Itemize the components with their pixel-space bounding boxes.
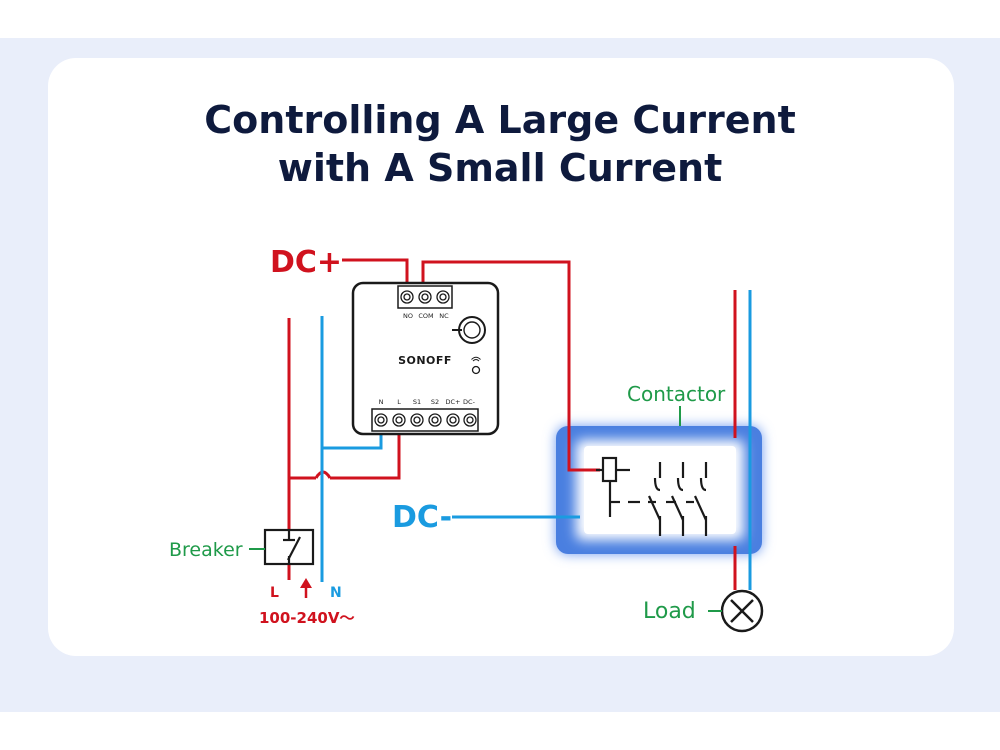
contactor-label: Contactor: [627, 382, 726, 406]
brand-logo: SONOFF: [398, 354, 452, 367]
dc-minus-label: DC-: [392, 500, 452, 535]
terminal-label-s1: S1: [413, 398, 421, 406]
terminal-label-dc-minus: DC-: [463, 398, 476, 406]
coil-icon: [596, 456, 630, 517]
title-line-1: Controlling A Large Current: [204, 98, 796, 142]
sonoff-device: NO COM NC SONOFF N L S1 S2 DC+ DC-: [351, 281, 500, 436]
live-wire: [287, 290, 737, 590]
terminal-label-n: N: [379, 398, 384, 406]
breaker: [249, 528, 315, 566]
terminal-label-l: L: [397, 398, 401, 406]
arrow-up-icon: [300, 578, 312, 598]
dc-plus-label: DC+: [270, 245, 342, 280]
switch-icon: [283, 530, 301, 564]
title-line-2: with A Small Current: [277, 146, 723, 190]
neutral-label: N: [330, 585, 342, 601]
terminal-label-dc-plus: DC+: [446, 398, 461, 406]
neutral-wire: [320, 290, 752, 590]
bottom-terminal-screws: [374, 413, 477, 427]
terminal-label-s2: S2: [431, 398, 439, 406]
terminal-label-com: COM: [418, 312, 433, 320]
diagram-card: [48, 58, 954, 656]
breaker-label: Breaker: [169, 539, 243, 561]
top-terminal-screws: [400, 290, 450, 304]
contactor-schematic: [596, 456, 708, 536]
wifi-icon: [471, 356, 481, 362]
dc-plus-wire: [342, 258, 600, 472]
terminal-label-nc: NC: [439, 312, 449, 320]
voltage-label: 100-240V～: [259, 609, 354, 627]
load-label: Load: [643, 599, 696, 624]
terminal-label-no: NO: [403, 312, 413, 320]
status-led: [471, 365, 481, 375]
line-label: L: [270, 585, 279, 601]
page-title: Controlling A Large Current with A Small…: [0, 96, 1000, 192]
lamp-icon: [720, 589, 764, 633]
